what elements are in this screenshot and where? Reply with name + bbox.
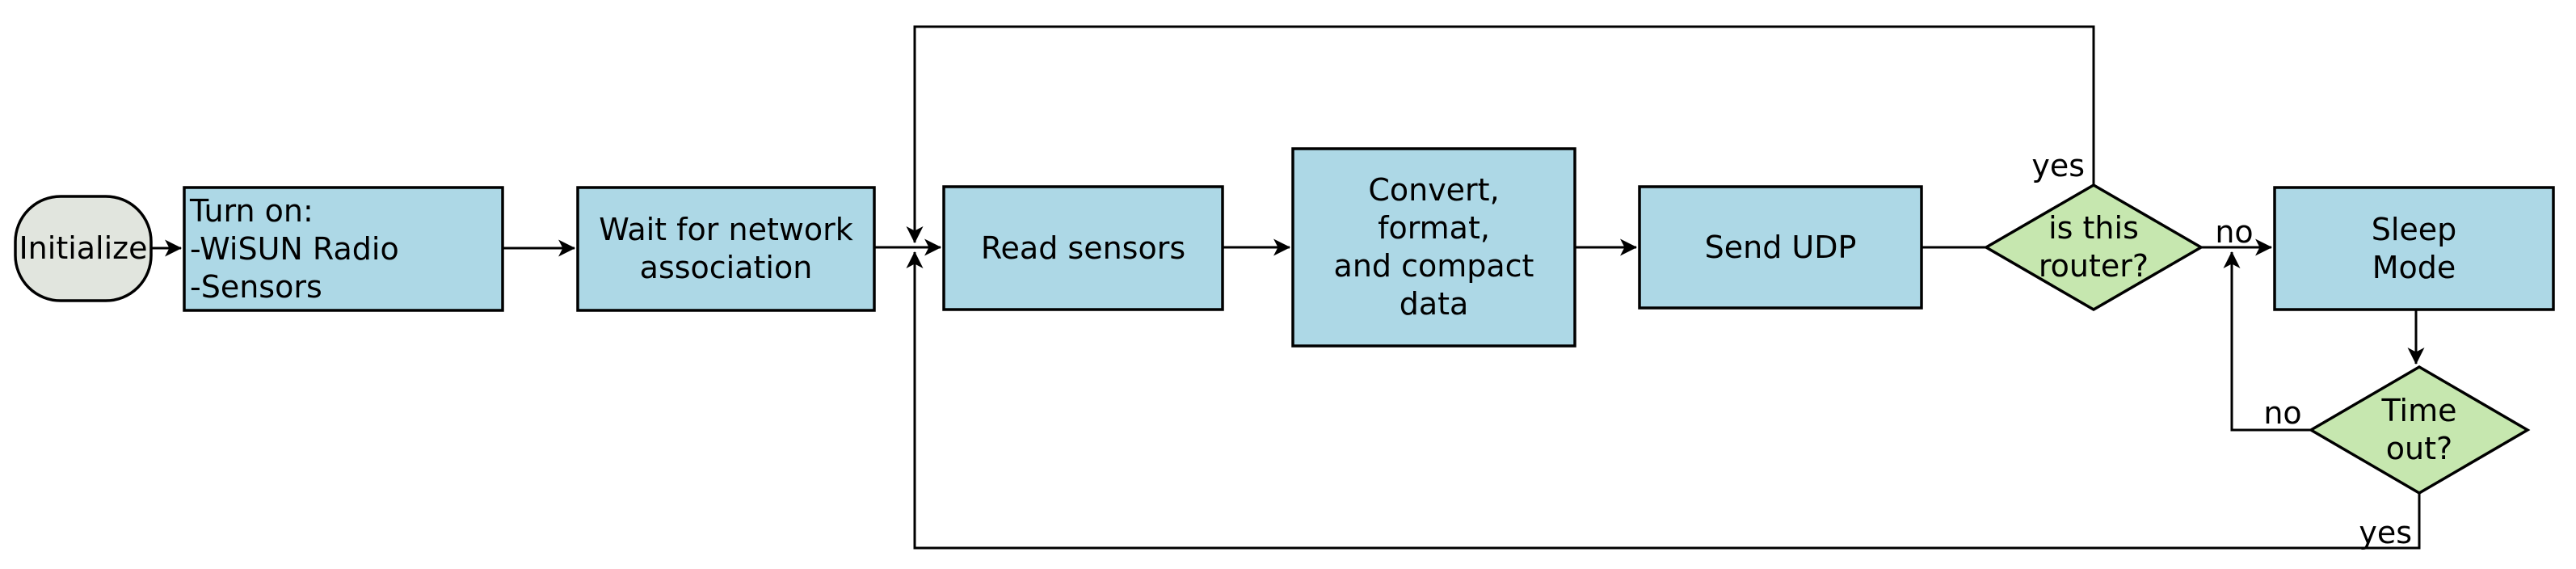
edge-timeout-yes-loop (906, 251, 2421, 550)
node-convert-label: Convert, format, and compact data (1333, 172, 1534, 322)
node-send-udp (1638, 185, 1923, 310)
node-convert (1291, 147, 1576, 348)
node-initialize-label: Initialize (19, 230, 148, 266)
node-sleep-mode (2273, 186, 2555, 311)
edge-label-timeout-no: no (2263, 395, 2302, 431)
edge-label-timeout-yes: yes (2359, 515, 2412, 550)
node-initialize (14, 195, 153, 302)
node-wait-association (576, 186, 876, 312)
node-send-udp-label: Send UDP (1704, 229, 1857, 265)
node-read-sensors (942, 185, 1224, 311)
node-turn-on-label: Turn on: -WiSUN Radio -Sensors (190, 192, 399, 305)
node-sleep-mode-label: Sleep Mode (2371, 211, 2457, 285)
node-time-out-label: Time out? (2381, 393, 2457, 466)
node-read-sensors-label: Read sensors (980, 230, 1186, 266)
node-wait-association-label: Wait for network association (599, 212, 853, 285)
node-time-out (2308, 365, 2531, 495)
node-turn-on (183, 186, 504, 312)
edge-label-router-no: no (2215, 214, 2254, 250)
node-is-router (1983, 183, 2204, 312)
node-is-router-label: is this router? (2038, 210, 2149, 284)
edge-label-router-yes: yes (2031, 148, 2085, 183)
edge-router-yes-loop (906, 25, 2095, 244)
edge-timeout-no-loop (2223, 251, 2311, 432)
